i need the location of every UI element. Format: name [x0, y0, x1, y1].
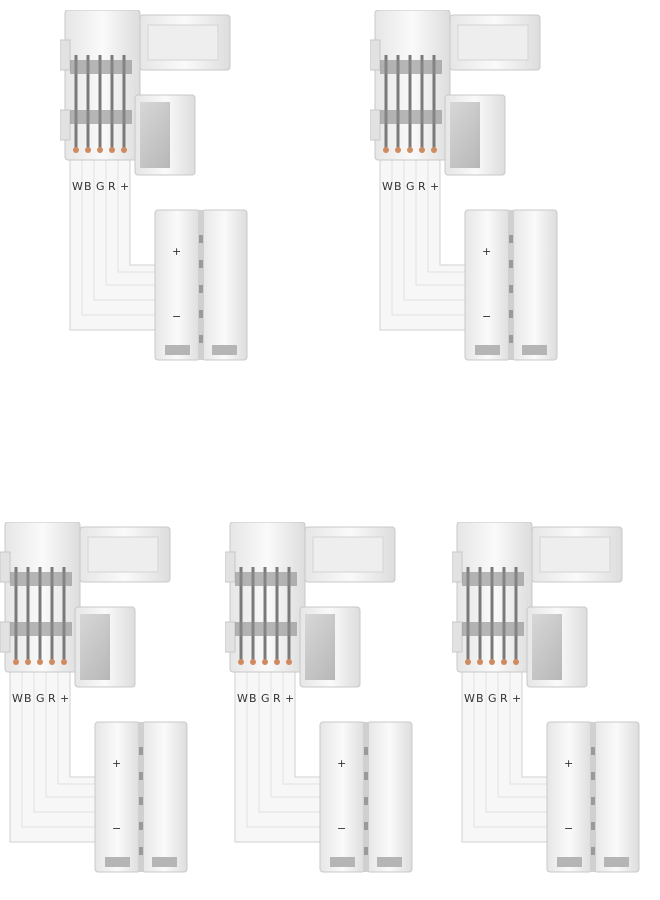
pin-label-w: W: [382, 180, 393, 193]
connector-4: W B G R + + −: [225, 522, 445, 882]
pin-label-w: W: [237, 692, 248, 705]
pin-label-b: B: [249, 692, 257, 705]
pin-label-b: B: [476, 692, 484, 705]
plus-mark: +: [337, 757, 346, 770]
connector-1: W B G R + + −: [60, 10, 280, 370]
connector-illustration: W B G R + + −: [60, 10, 249, 362]
pin-label-r: R: [418, 180, 426, 193]
pin-label-g: G: [261, 692, 270, 705]
pin-label-g: G: [36, 692, 45, 705]
connector-2: W B G R + + −: [370, 10, 590, 370]
pin-label-r: R: [273, 692, 281, 705]
connector-3: W B G R + + −: [0, 522, 220, 882]
pin-label-b: B: [394, 180, 402, 193]
pin-labels: W B G R +: [72, 180, 129, 193]
pin-label-g: G: [96, 180, 105, 193]
pin-labels: W B G R +: [12, 692, 69, 705]
pin-label-w: W: [464, 692, 475, 705]
pin-labels: W B G R +: [237, 692, 294, 705]
minus-mark: −: [337, 822, 346, 835]
pin-labels: W B G R +: [382, 180, 439, 193]
connector-illustration: W B G R + + −: [452, 522, 641, 874]
minus-mark: −: [172, 310, 181, 323]
pin-label-b: B: [24, 692, 32, 705]
plus-mark: +: [482, 245, 491, 258]
pin-label-r: R: [500, 692, 508, 705]
pin-label-r: R: [48, 692, 56, 705]
plus-mark: +: [172, 245, 181, 258]
pin-label-plus: +: [285, 692, 294, 705]
pin-label-plus: +: [512, 692, 521, 705]
connector-5: W B G R + + −: [452, 522, 660, 882]
connector-illustration: W B G R + + −: [0, 522, 189, 874]
pin-label-plus: +: [120, 180, 129, 193]
pin-label-g: G: [406, 180, 415, 193]
pin-label-r: R: [108, 180, 116, 193]
pin-label-g: G: [488, 692, 497, 705]
pin-label-w: W: [12, 692, 23, 705]
pin-labels: W B G R +: [464, 692, 521, 705]
minus-mark: −: [112, 822, 121, 835]
minus-mark: −: [482, 310, 491, 323]
pin-label-b: B: [84, 180, 92, 193]
connector-illustration: W B G R + + −: [225, 522, 414, 874]
pin-label-plus: +: [430, 180, 439, 193]
connector-illustration: W B G R + + −: [370, 10, 559, 362]
plus-mark: +: [564, 757, 573, 770]
pin-label-plus: +: [60, 692, 69, 705]
minus-mark: −: [564, 822, 573, 835]
plus-mark: +: [112, 757, 121, 770]
pin-label-w: W: [72, 180, 83, 193]
